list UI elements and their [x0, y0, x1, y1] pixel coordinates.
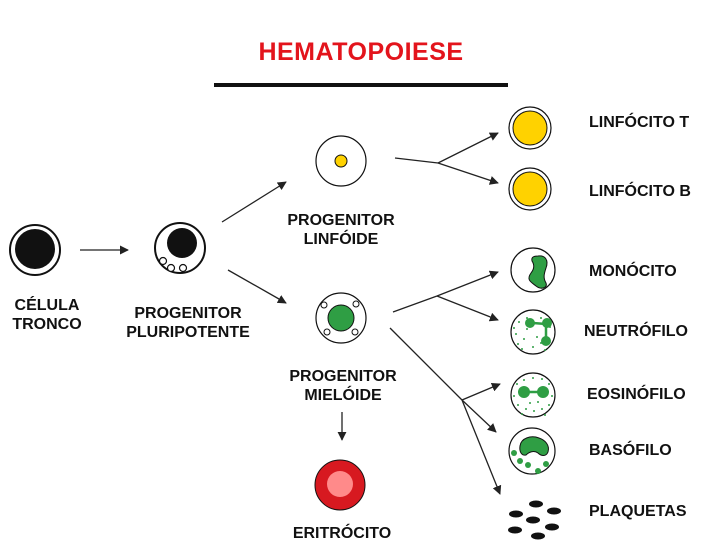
arrows — [80, 132, 502, 495]
eosinophil-label: EOSINÓFILO — [587, 386, 686, 403]
lymphocyte-t-label: LINFÓCITO T — [589, 114, 690, 131]
myeloid-progenitor-cell — [315, 292, 367, 344]
stem-cell-label: CÉLULA TRONCO — [0, 296, 94, 334]
platelets — [508, 500, 561, 540]
arrow-myeloid-lower — [389, 327, 463, 401]
arrow-lymphoid-stem — [394, 157, 439, 164]
arrow-to-platelets — [461, 399, 502, 495]
lymphocyte-b-cell — [508, 167, 552, 211]
lymphoid-label-line-2: LINFÓIDE — [303, 231, 379, 248]
platelets-label: PLAQUETAS — [589, 503, 687, 520]
pluripotent-label-line-1: PROGENITOR — [134, 305, 242, 322]
myeloid-label-line-2: MIELÓIDE — [304, 387, 382, 404]
arrow-pluripotent-to-myeloid — [227, 269, 287, 304]
stem-cell-label-line-2: TRONCO — [12, 316, 82, 333]
myeloid-label-line-1: PROGENITOR — [289, 368, 397, 385]
lymphoid-progenitor-cell — [315, 135, 367, 187]
lymphocyte-b-label: LINFÓCITO B — [589, 183, 691, 200]
stem-cell-label-line-1: CÉLULA — [14, 297, 80, 314]
arrow-to-monocyte — [436, 270, 499, 297]
arrow-to-basophil — [461, 399, 497, 433]
arrow-to-lymphocyte-t — [437, 132, 499, 164]
eosinophil-cell — [510, 372, 556, 418]
myeloid-progenitor-label: PROGENITOR MIELÓIDE — [280, 367, 406, 405]
arrow-to-eosinophil — [461, 382, 501, 401]
arrow-pluripotent-to-lymphoid — [221, 181, 287, 223]
lymphocyte-t-cell — [508, 106, 552, 150]
arrow-myeloid-stem — [392, 295, 438, 313]
neutrophil-label: NEUTRÓFILO — [584, 323, 688, 340]
neutrophil-cell — [510, 309, 556, 355]
diagram-title: HEMATOPOIESE — [258, 38, 464, 66]
pluripotent-progenitor-label: PROGENITOR PLURIPOTENTE — [110, 304, 266, 342]
stem-cell — [9, 224, 61, 276]
arrow-to-neutrophil — [436, 295, 499, 322]
lymphoid-progenitor-label: PROGENITOR LINFÓIDE — [278, 211, 404, 249]
monocyte-label: MONÓCITO — [589, 263, 677, 280]
basophil-cell — [508, 427, 556, 475]
pluripotent-progenitor-cell — [154, 222, 206, 274]
erythrocyte-cell — [314, 459, 366, 511]
basophil-label: BASÓFILO — [589, 442, 672, 459]
monocyte-cell — [510, 247, 556, 293]
lymphoid-label-line-1: PROGENITOR — [287, 212, 395, 229]
title-underline — [214, 83, 508, 87]
erythrocyte-label: ERITRÓCITO — [292, 525, 392, 542]
arrow-to-lymphocyte-b — [437, 162, 499, 185]
pluripotent-label-line-2: PLURIPOTENTE — [126, 324, 250, 341]
